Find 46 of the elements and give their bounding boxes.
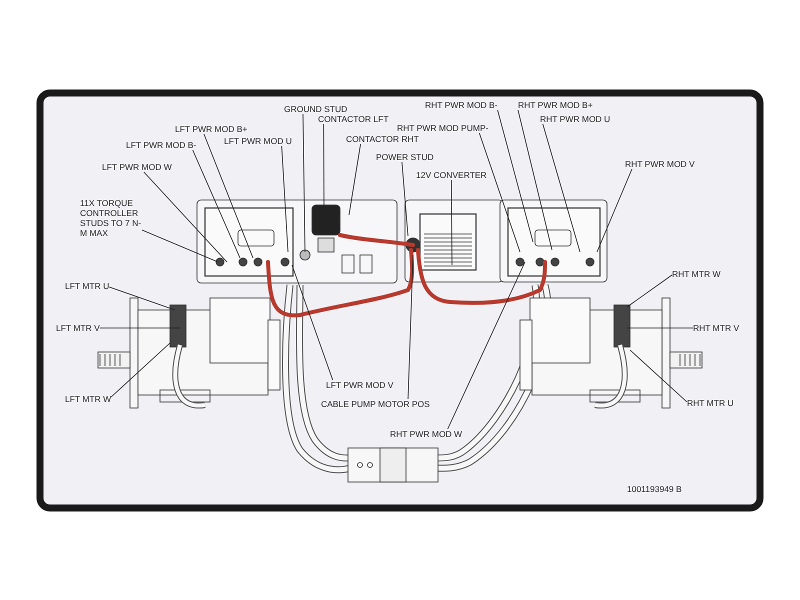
callout-label: RHT MTR W [672,269,720,279]
leader-line [478,132,520,252]
leader-line [626,274,672,308]
callout-label: CONTACTOR RHT [346,134,419,144]
leader-line [450,180,452,266]
callout-label: LFT MTR V [56,323,100,333]
callout-label: RHT PWR MOD U [540,114,610,124]
callout-label: RHT PWR MOD W [390,429,462,439]
part-number: 1001193949 B [627,484,682,494]
leader-line [192,150,240,258]
callout-label: LFT PWR MOD B+ [175,124,248,134]
leader-line [108,286,176,310]
callout-label: POWER STUD [376,152,434,162]
callout-label: 12V CONVERTER [416,170,487,180]
leader-line [204,134,254,258]
leader-line [142,230,218,262]
leader-line [542,124,580,252]
leader-line [402,162,408,236]
callout-label: LFT PWR MOD W [102,162,172,172]
callout-label: LFT PWR MOD U [224,136,292,146]
leader-line [281,146,288,252]
leader-line [497,110,534,242]
callout-label: RHT PWR MOD B+ [518,100,593,110]
leader-line [348,144,361,216]
leader-line [292,264,334,380]
leader-line [447,262,526,430]
callout-label: RHT PWR MOD PUMP- [397,123,488,133]
callout-label: RHT PWR MOD B- [425,100,498,110]
callout-label: RHT PWR MOD V [625,159,695,169]
callout-label: GROUND STUD [284,104,348,114]
callout-label: 11X TORQUE CONTROLLER STUDS TO 7 N-M MAX [80,198,142,238]
callout-label: LFT PWR MOD B- [126,140,196,150]
leader-line [143,172,228,262]
leader-line [110,342,170,398]
leader-line [408,254,414,400]
callout-label: CONTACTOR LFT [318,114,389,124]
callout-label: CABLE PUMP MOTOR POS [321,399,430,409]
leader-line [302,114,306,252]
leader-line [596,168,632,252]
callout-label: RHT MTR U [687,398,734,408]
callout-label: RHT MTR V [693,323,740,333]
callout-label: LFT MTR U [65,281,110,291]
leader-line [518,110,552,250]
callout-label: LFT MTR W [65,394,112,404]
leader-line [630,350,688,402]
callout-label: LFT PWR MOD V [326,380,394,390]
